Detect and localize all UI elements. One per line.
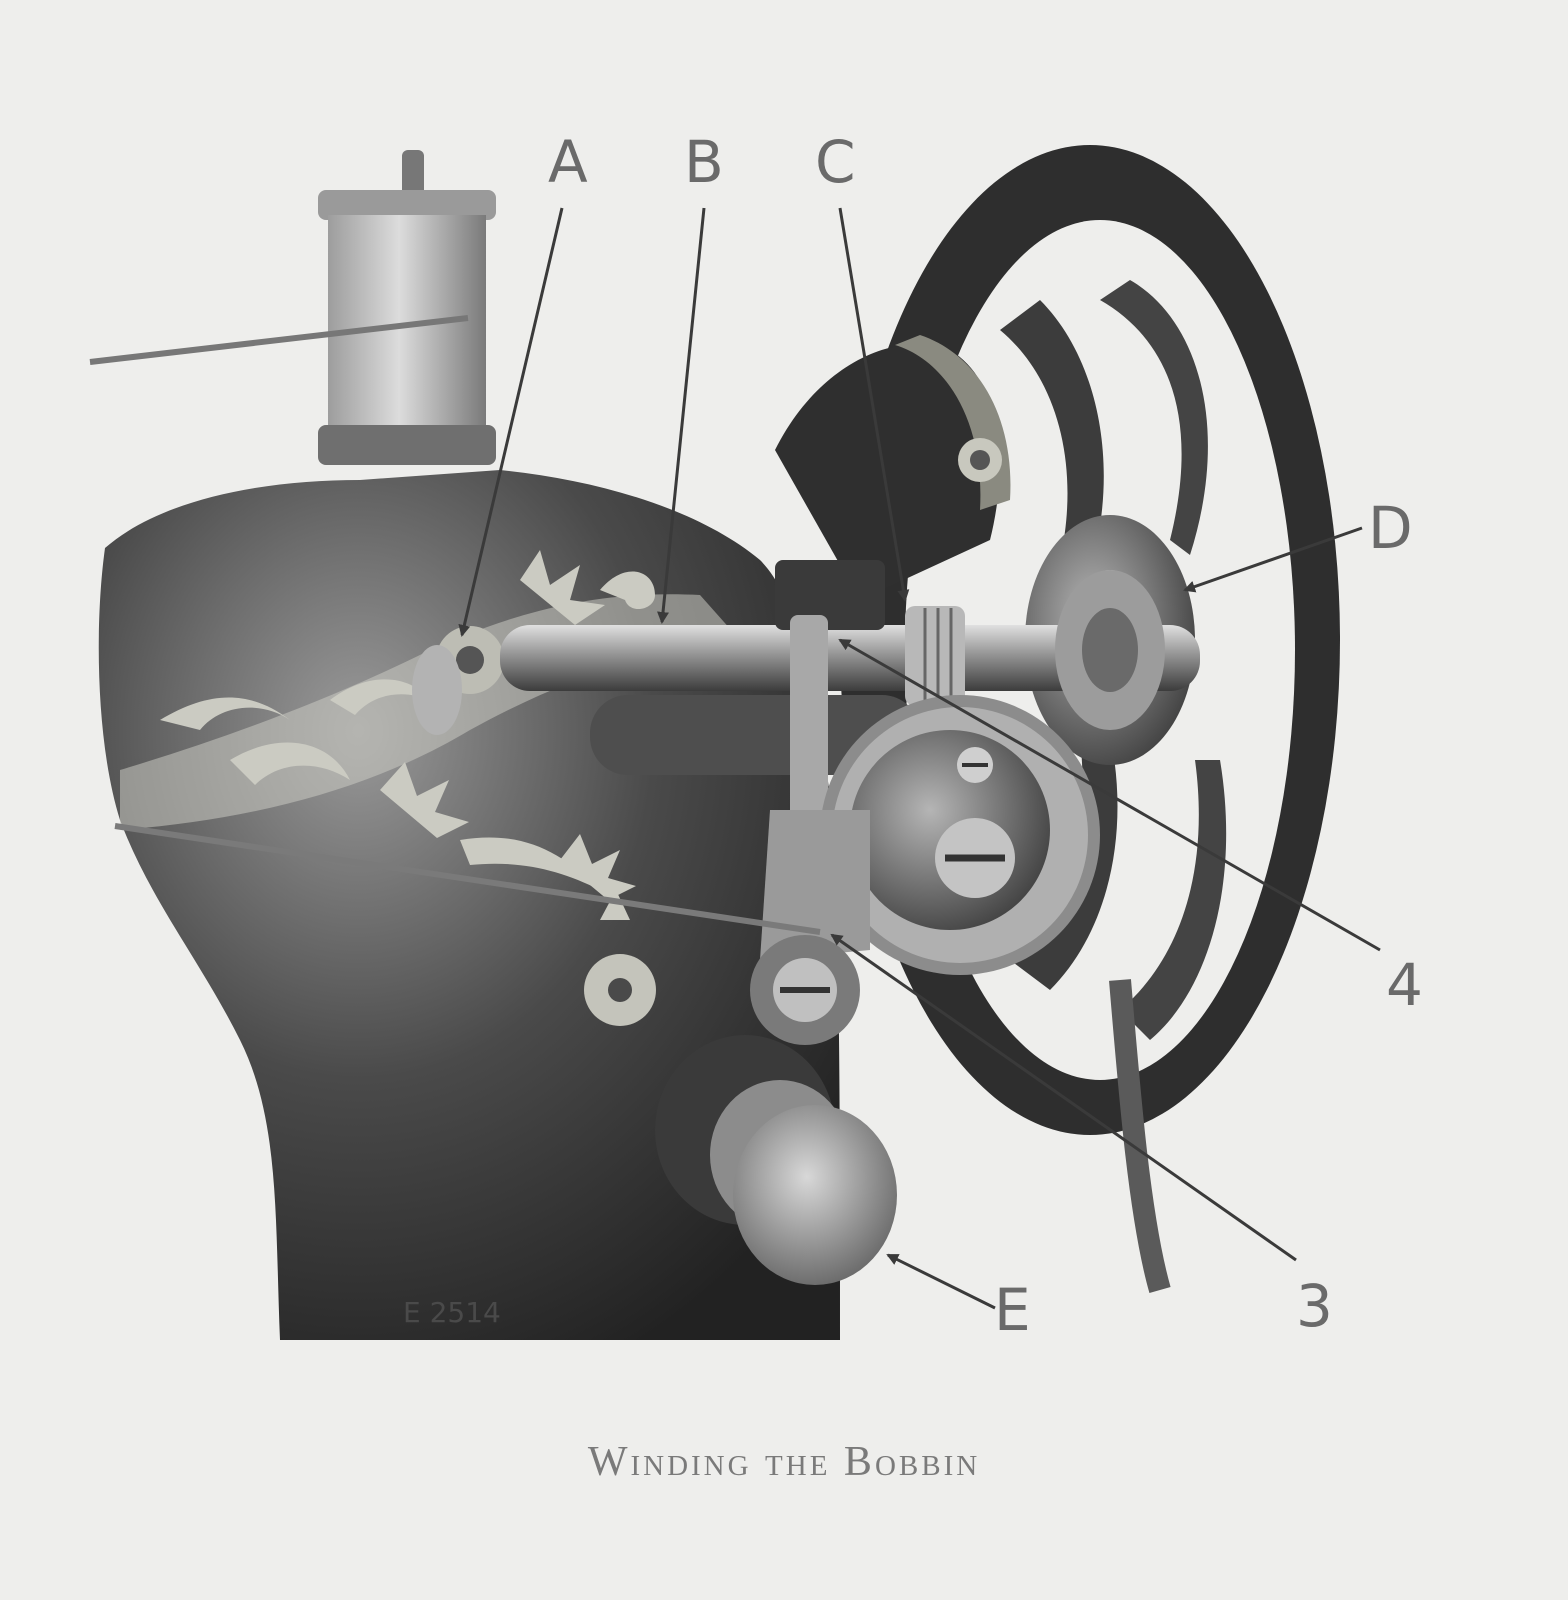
label-c: C bbox=[815, 128, 856, 196]
leader-3 bbox=[830, 933, 1297, 1262]
leader-4 bbox=[838, 638, 1381, 952]
stop-motion-knob bbox=[655, 1035, 897, 1285]
leader-e bbox=[886, 1253, 996, 1310]
leader-lines bbox=[458, 207, 1381, 1310]
label-a: A bbox=[548, 128, 588, 196]
thread-spool bbox=[89, 150, 496, 465]
label-e: E bbox=[994, 1276, 1031, 1344]
bobbin-winder bbox=[412, 560, 1200, 935]
label-b: B bbox=[684, 128, 724, 196]
leader-c bbox=[838, 207, 910, 602]
thread-line bbox=[114, 823, 821, 935]
drive-belt bbox=[1109, 979, 1171, 1294]
model-stamp: E 2514 bbox=[403, 1296, 501, 1329]
leader-a bbox=[458, 207, 564, 637]
gear-wheel bbox=[750, 695, 1100, 1045]
label-3: 3 bbox=[1296, 1272, 1333, 1340]
figure-caption: Winding the Bobbin bbox=[587, 1439, 981, 1485]
label-4: 4 bbox=[1386, 951, 1423, 1019]
leader-b bbox=[657, 207, 706, 624]
leader-d bbox=[1183, 526, 1363, 593]
label-d: D bbox=[1368, 494, 1413, 562]
